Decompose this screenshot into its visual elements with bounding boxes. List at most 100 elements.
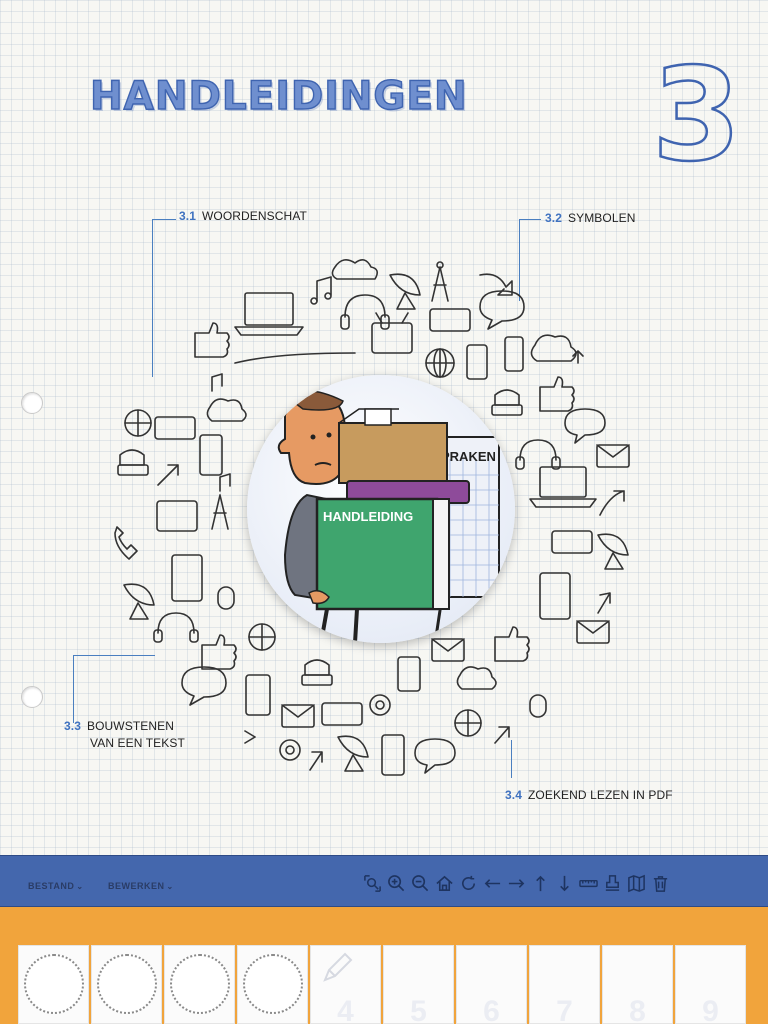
globe-icon (124, 409, 152, 437)
arrow-icon (157, 464, 179, 486)
satellite-dish-icon (597, 533, 629, 570)
music-note-icon (211, 373, 223, 392)
callout-number: 3.3 (64, 719, 81, 733)
arrow-left-icon[interactable] (482, 872, 502, 894)
page-tray: 4 5 6 7 8 9 (0, 907, 768, 1024)
mouse-icon (217, 586, 235, 610)
speech-bubble-icon (181, 666, 227, 706)
page-tab-7[interactable]: 7 (529, 945, 600, 1024)
antenna-icon (431, 261, 449, 302)
page-tab-6[interactable]: 6 (456, 945, 527, 1024)
arrow-right-icon[interactable] (506, 872, 526, 894)
map-icon[interactable] (626, 872, 646, 894)
callout-label: WOORDENSCHAT (201, 209, 307, 223)
tab-number: 8 (629, 995, 646, 1024)
zoom-in-icon[interactable] (386, 872, 406, 894)
cloud-icon (530, 334, 577, 362)
phone-icon (466, 336, 524, 380)
phone-icon (491, 389, 523, 416)
at-icon (369, 694, 391, 716)
page-tabs: 4 5 6 7 8 9 (18, 945, 746, 1024)
music-note-icon (310, 276, 332, 305)
page-tab-5[interactable]: 5 (383, 945, 454, 1024)
tablet-icon (381, 734, 405, 776)
chapter-number: 3 (651, 41, 743, 190)
envelope-icon (576, 620, 610, 644)
heart-bubble-icon (564, 408, 606, 444)
page-tab-thumbnail-4[interactable] (237, 945, 308, 1024)
arrow-icon (597, 592, 611, 614)
envelope-icon (596, 444, 630, 468)
tab-number: 9 (702, 995, 719, 1024)
headphones-icon (153, 612, 199, 643)
arrow-icon (479, 273, 513, 296)
callout-number: 3.2 (545, 211, 562, 225)
callout-number: 3.1 (179, 209, 196, 223)
tab-number: 4 (337, 995, 354, 1024)
headphones-icon (515, 439, 561, 470)
arrow-icon (599, 490, 625, 516)
arrow-icon (309, 751, 323, 771)
punch-hole-top (21, 392, 43, 414)
cloud-icon (331, 259, 379, 280)
thumbnail-image (170, 954, 230, 1014)
tablet-icon (245, 674, 271, 716)
page-tab-thumbnail-2[interactable] (91, 945, 162, 1024)
menu-bestand[interactable]: BESTAND⌄ (28, 881, 84, 891)
headphones-icon (340, 294, 390, 330)
thumbnail-image (24, 954, 84, 1014)
page-title: HANDLEIDINGEN (89, 73, 468, 119)
menu-label: BEWERKEN (108, 881, 165, 891)
callout-label: BOUWSTENEN (86, 719, 174, 733)
ruler-icon[interactable] (578, 872, 598, 894)
callout-line-3-1 (152, 219, 176, 377)
home-icon[interactable] (434, 872, 454, 894)
magnify-icon[interactable] (362, 872, 382, 894)
swift-box-icon (154, 416, 196, 440)
tool-icons (362, 871, 670, 895)
at-icon (279, 739, 301, 761)
arrow-down-icon[interactable] (554, 872, 574, 894)
mouse-icon (529, 694, 547, 718)
globe-icon (248, 623, 276, 651)
sign-label: PRAKEN (441, 449, 496, 464)
globe-icon (454, 709, 482, 737)
callout-label: ZOEKEND LEZEN IN PDF (527, 788, 673, 802)
rotate-icon[interactable] (458, 872, 478, 894)
speech-bubble-icon (479, 290, 525, 330)
callout-woordenschat[interactable]: 3.1 WOORDENSCHAT (179, 208, 307, 225)
thumb-icon (494, 626, 530, 662)
book-label: HANDLEIDING (323, 509, 413, 524)
heart-bubble-icon (414, 738, 456, 774)
menu-bewerken[interactable]: BEWERKEN⌄ (108, 881, 174, 891)
callout-line-3-4 (511, 740, 512, 778)
arrow-icon (494, 726, 510, 744)
communication-word (234, 352, 356, 364)
page-tab-9[interactable]: 9 (675, 945, 746, 1024)
trash-icon[interactable] (650, 872, 670, 894)
page-tab-4[interactable]: 4 (310, 945, 381, 1024)
tab-number: 5 (410, 995, 427, 1024)
page-tab-8[interactable]: 8 (602, 945, 673, 1024)
tablet-icon (171, 554, 203, 602)
satellite-dish-icon (337, 735, 369, 772)
cloud-icon (206, 398, 247, 422)
page-tab-thumbnail-1[interactable] (18, 945, 89, 1024)
stamp-icon[interactable] (602, 872, 622, 894)
phone-icon (117, 449, 149, 476)
chevron-down-icon: ⌄ (76, 882, 84, 891)
arrow-icon (244, 730, 256, 744)
communication-doodles (114, 259, 630, 776)
viewer-toolbar: BESTAND⌄ BEWERKEN⌄ (0, 855, 768, 907)
phone-icon (301, 659, 333, 686)
page-tab-thumbnail-3[interactable] (164, 945, 235, 1024)
arrow-up-icon[interactable] (530, 872, 550, 894)
callout-line-3-2 (519, 219, 541, 301)
zoom-out-icon[interactable] (410, 872, 430, 894)
laptop-icon (529, 466, 597, 508)
laptop-icon (234, 292, 304, 336)
menu-label: BESTAND (28, 881, 75, 891)
